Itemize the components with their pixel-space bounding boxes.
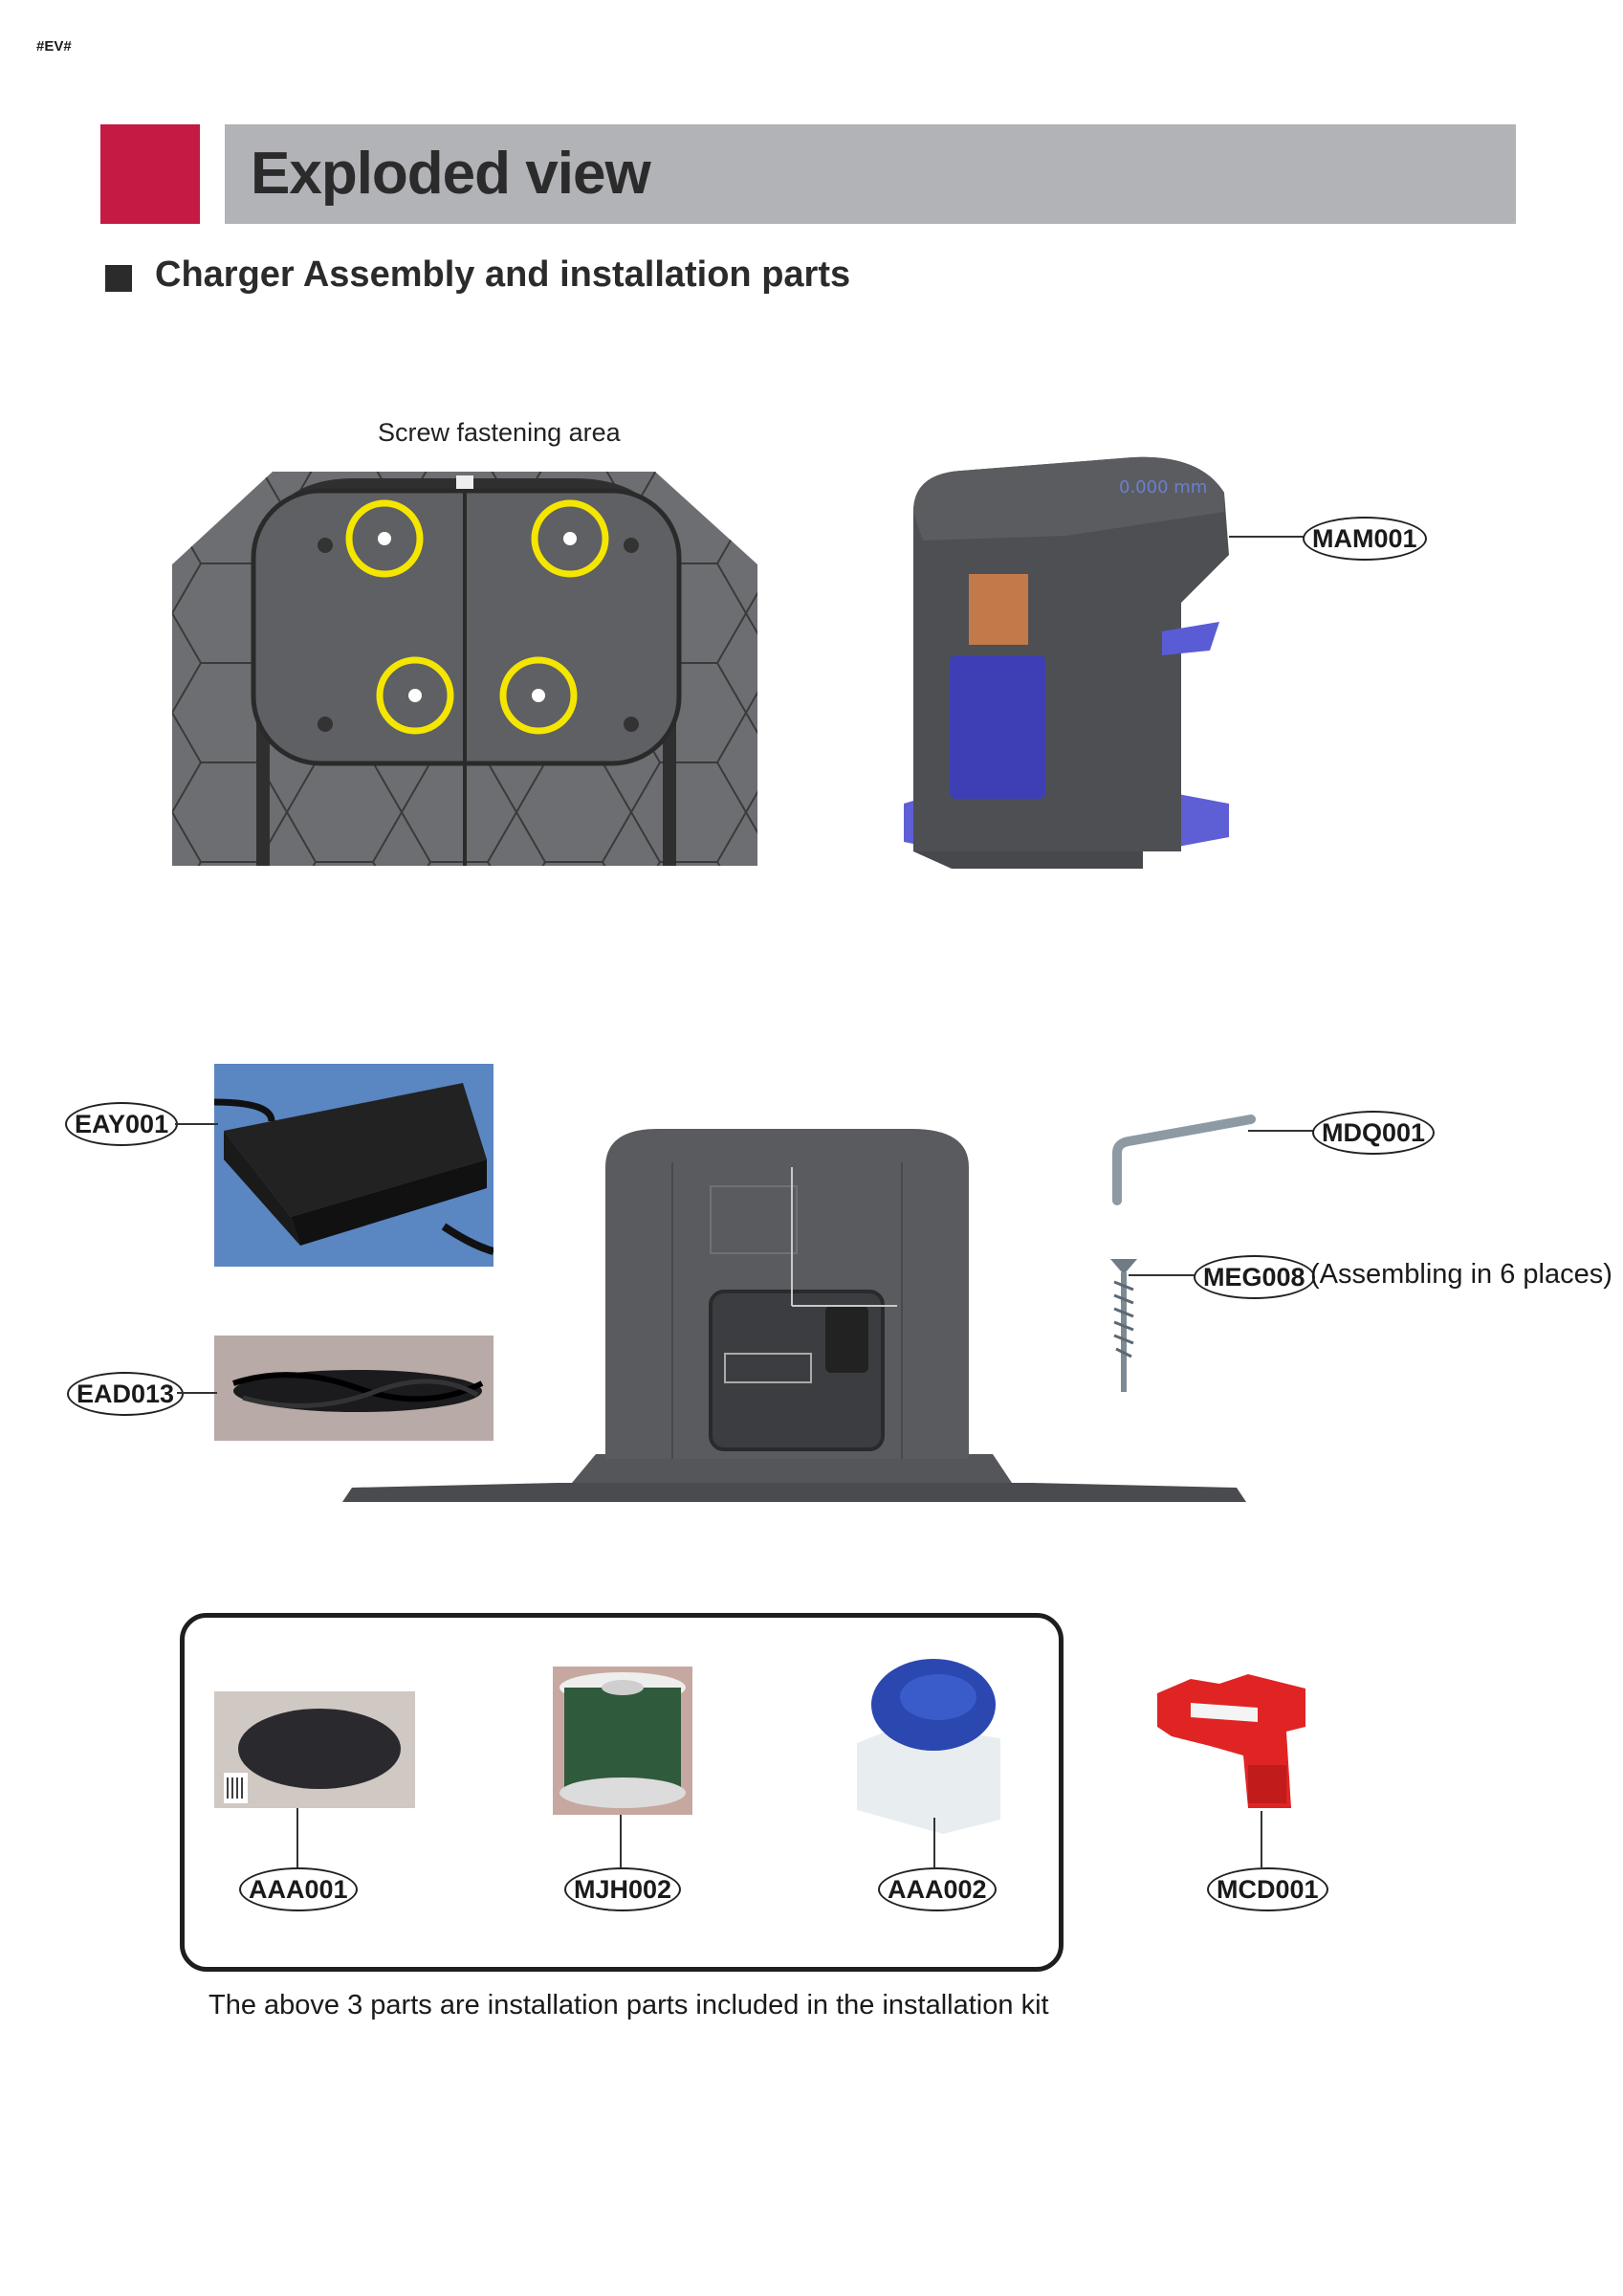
leader-line (933, 1818, 935, 1867)
part-label-mdq001: MDQ001 (1312, 1111, 1436, 1155)
hex-key-image (1112, 1115, 1256, 1205)
part-label-meg008: MEG008 (1194, 1255, 1315, 1299)
screw-fastening-label: Screw fastening area (378, 418, 621, 447)
leader-line (296, 1808, 298, 1867)
leader-line (1129, 1274, 1195, 1276)
section-title: Charger Assembly and installation parts (155, 254, 851, 295)
leader-line (1248, 1130, 1315, 1132)
part-label-ead013: EAD013 (67, 1372, 185, 1416)
part-label-eay001: EAY001 (65, 1102, 179, 1146)
leader-line (620, 1815, 622, 1867)
charger-rear-view-image (342, 1129, 1246, 1502)
section-bullet-icon (105, 265, 132, 292)
leader-line (175, 1123, 218, 1125)
part-label-aaa001: AAA001 (239, 1867, 358, 1911)
red-clip-image (1157, 1674, 1305, 1808)
header-accent-block (100, 124, 200, 224)
page-title: Exploded view (251, 141, 651, 207)
installation-kit-note: The above 3 parts are installation parts… (208, 1990, 1049, 2020)
screw-image (1110, 1259, 1137, 1392)
leader-line (177, 1392, 217, 1394)
leader-line (1229, 536, 1305, 538)
boundary-wire-spool-photo (553, 1667, 692, 1815)
meg008-note: (Assembling in 6 places) (1310, 1259, 1612, 1290)
part-label-mcd001: MCD001 (1207, 1867, 1328, 1911)
charger-station-image: 0.000 mm (904, 456, 1229, 869)
page-tag: #EV# (36, 38, 72, 55)
screw-fastening-area-image (172, 472, 757, 866)
header-title-bar (225, 124, 1516, 224)
leader-line (1261, 1811, 1262, 1867)
installation-kit-frame (180, 1613, 1064, 1972)
dimension-note: 0.000 mm (1119, 477, 1207, 497)
power-cable-photo (214, 1336, 493, 1441)
part-label-aaa002: AAA002 (878, 1867, 997, 1911)
power-adapter-photo (214, 1064, 493, 1267)
part-label-mam001: MAM001 (1303, 517, 1427, 561)
wire-connector-photo (847, 1647, 1005, 1834)
pegs-bag-photo (214, 1691, 415, 1808)
part-label-mjh002: MJH002 (564, 1867, 682, 1911)
